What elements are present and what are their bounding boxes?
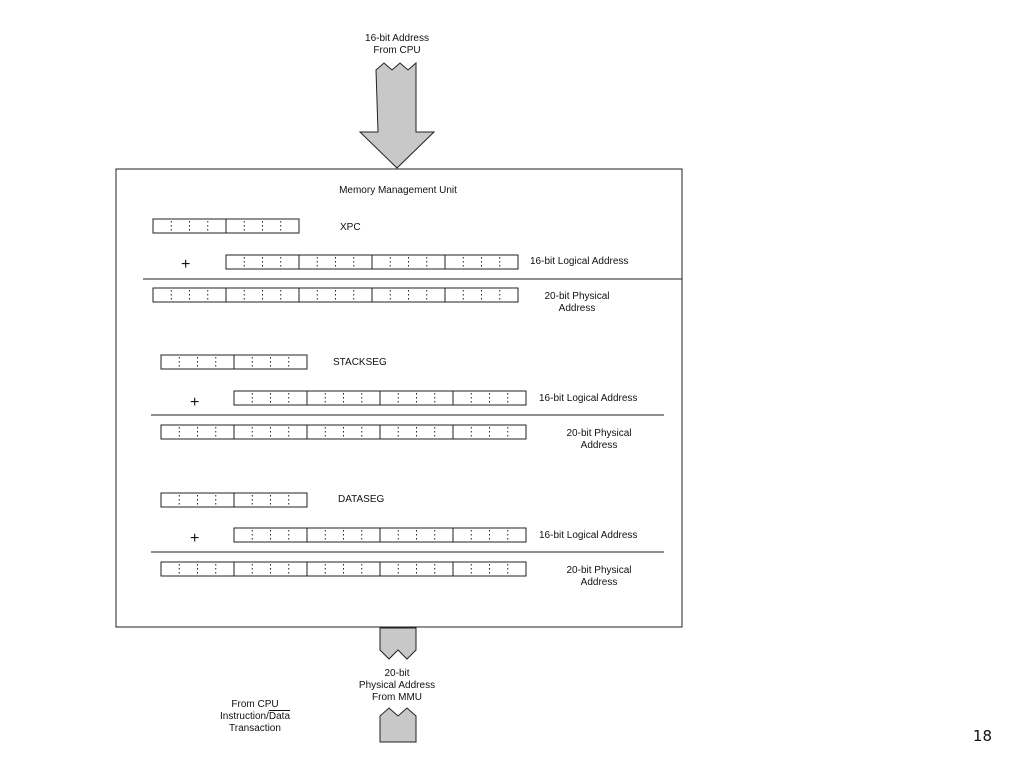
mmu-title: Memory Management Unit <box>339 185 457 196</box>
top-arrow-label: 16-bit Address From CPU <box>365 33 429 57</box>
transaction-note-line3: Transaction <box>229 723 281 734</box>
physical-address-register-stackseg <box>160 424 527 440</box>
logical-label-xpc: 16-bit Logical Address <box>530 256 629 267</box>
transaction-note-data-overlined: Data <box>268 711 291 722</box>
physical-label-stackseg: 20-bit Physical Address <box>566 428 631 452</box>
physical-label-xpc: 20-bit Physical Address <box>544 291 609 315</box>
bottom-arrow-upper <box>379 627 417 660</box>
logical-label-stackseg: 16-bit Logical Address <box>539 393 638 404</box>
logical-label-dataseg: 16-bit Logical Address <box>539 530 638 541</box>
logical-address-register-xpc <box>225 254 519 270</box>
bottom-arrow-label-line2: Physical Address <box>358 680 436 691</box>
physical-label-stackseg-line1: 20-bit Physical <box>566 428 632 439</box>
bottom-arrow-label-line1: 20-bit <box>384 668 410 679</box>
top-arrow-label-line1: 16-bit Address <box>365 33 429 44</box>
physical-label-xpc-line2: Address <box>558 303 596 314</box>
top-address-arrow <box>358 61 436 169</box>
logical-address-register-stackseg <box>233 390 527 406</box>
segment-label-stackseg: STACKSEG <box>333 357 387 368</box>
physical-label-dataseg-line2: Address <box>580 577 618 588</box>
segment-label-xpc: XPC <box>340 222 361 233</box>
segment-label-dataseg: DATASEG <box>338 494 385 505</box>
bottom-arrow-label-line3: From MMU <box>372 692 422 703</box>
register-group-stackseg <box>151 354 664 440</box>
physical-label-dataseg-line1: 20-bit Physical <box>566 565 632 576</box>
plus-sign-dataseg: + <box>190 530 200 547</box>
segment-register-xpc <box>152 218 300 234</box>
top-arrow-label-line2: From CPU <box>373 45 421 56</box>
bottom-arrow-lower <box>379 707 417 743</box>
register-group-dataseg <box>151 492 664 577</box>
transaction-note-line2: Instruction/Data <box>220 711 290 723</box>
segment-register-stackseg <box>160 354 308 370</box>
segment-register-dataseg <box>160 492 308 508</box>
transaction-note-line1: From CPU <box>231 699 279 710</box>
physical-label-dataseg: 20-bit Physical Address <box>566 565 631 589</box>
transaction-note-prefix: Instruction/ <box>219 711 269 722</box>
physical-address-register-xpc <box>152 287 519 303</box>
logical-address-register-dataseg <box>233 527 527 543</box>
page-number: 18 <box>972 727 992 745</box>
physical-label-stackseg-line2: Address <box>580 440 618 451</box>
register-group-xpc <box>143 218 682 303</box>
transaction-note: From CPU Instruction/Data Transaction <box>220 699 290 735</box>
plus-sign-xpc: + <box>181 256 191 273</box>
mmu-box <box>115 168 683 628</box>
physical-label-xpc-line1: 20-bit Physical <box>544 291 610 302</box>
plus-sign-stackseg: + <box>190 394 200 411</box>
physical-address-register-dataseg <box>160 561 527 577</box>
bottom-arrow-label: 20-bit Physical Address From MMU <box>359 668 435 704</box>
